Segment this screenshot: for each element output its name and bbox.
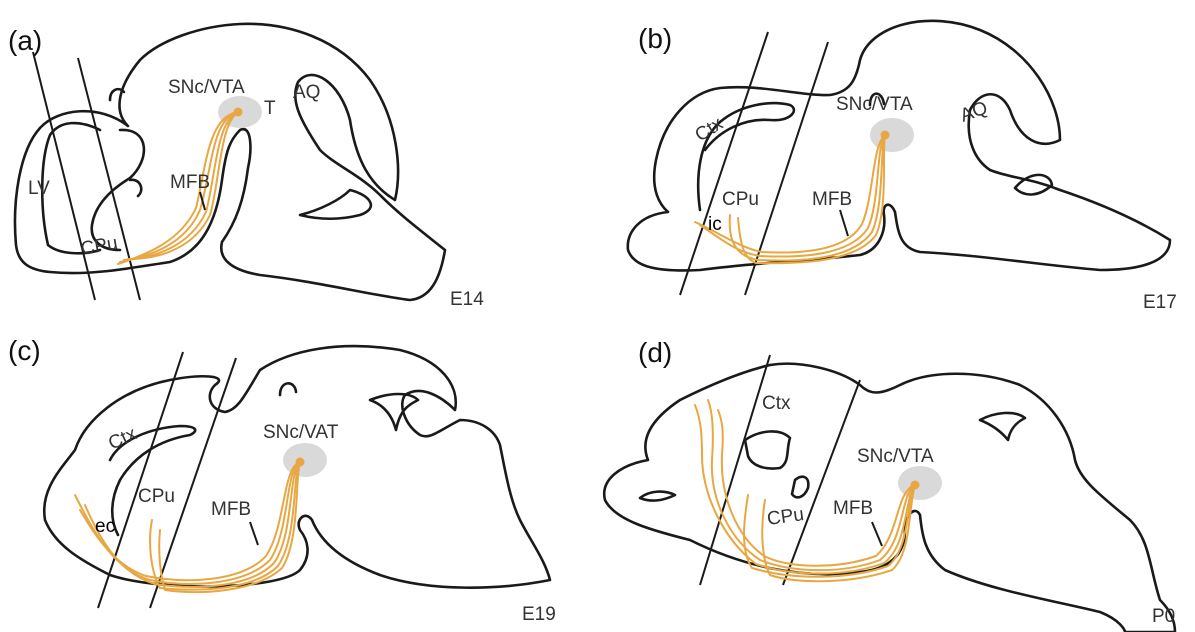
panel-c-label-cpu: CPu [138, 486, 175, 507]
panel-c: (c) SNc/VAT Ctx CPu MFB ec E19 [8, 335, 556, 625]
panel-c-snc-vat-region [283, 443, 327, 477]
panel-c-mfb-pointer [250, 522, 258, 545]
panel-d-label-nucleus: SNc/VTA [857, 446, 934, 467]
panel-b-fiber-origin [881, 131, 890, 140]
panel-d-fiber-origin [911, 481, 920, 490]
panel-c-fiber-origin [296, 458, 305, 467]
panel-d-label-ctx: Ctx [762, 393, 791, 414]
panel-d-label-mfb: MFB [833, 498, 873, 519]
panel-c-stage: E19 [522, 604, 556, 625]
panel-b-mfb-pointer [840, 210, 848, 236]
panel-c-label-nucleus: SNc/VAT [263, 422, 339, 443]
panel-c-section-line-1 [98, 352, 183, 608]
panel-b-label-ic: ic [708, 214, 722, 235]
panel-d-brain-outline [604, 364, 1175, 632]
panel-b: (b) SNc/VTA AQ Ctx CPu ic MFB E17 [628, 21, 1177, 313]
panel-a-label-mfb: MFB [170, 172, 210, 193]
panel-c-label-ctx: Ctx [105, 423, 140, 454]
panel-a-label-lv: LV [28, 178, 50, 199]
panel-b-label-ctx: Ctx [692, 113, 728, 146]
panel-a-label-cpu: CPu [79, 233, 119, 260]
panel-c-letter: (c) [8, 335, 41, 366]
panel-b-stage: E17 [1143, 292, 1177, 313]
panel-b-letter: (b) [638, 23, 672, 54]
panel-d-letter: (d) [638, 337, 672, 368]
panel-a-stage: E14 [450, 289, 484, 310]
panel-a-label-nucleus: SNc/VTA [168, 77, 245, 98]
panel-a-fiber-origin [234, 108, 243, 117]
panel-b-label-aq: AQ [958, 98, 991, 127]
panel-a-label-t: T [264, 98, 276, 119]
panel-a-letter: (a) [8, 25, 42, 56]
panel-c-label-ec: ec [95, 516, 115, 537]
panel-b-label-cpu: CPu [722, 189, 759, 210]
panel-c-section-line-2 [150, 358, 236, 608]
panel-b-label-mfb: MFB [812, 189, 852, 210]
panel-b-snc-vta-region [870, 118, 914, 152]
panel-b-label-nucleus: SNc/VTA [836, 94, 913, 115]
panel-d-label-cpu: CPu [766, 504, 806, 530]
panel-d-stage: P0 [1152, 606, 1175, 627]
panel-c-label-mfb: MFB [211, 499, 251, 520]
panel-d: (d) Ctx SNc/VTA CPu MFB P0 [604, 337, 1175, 632]
panel-d-mfb-pointer [872, 522, 882, 546]
panel-a-label-aq: AQ [293, 82, 320, 103]
panel-d-section-line-1 [700, 355, 770, 585]
panel-a: (a) SNc/VTA T AQ LV MFB CPu E14 [8, 24, 484, 310]
